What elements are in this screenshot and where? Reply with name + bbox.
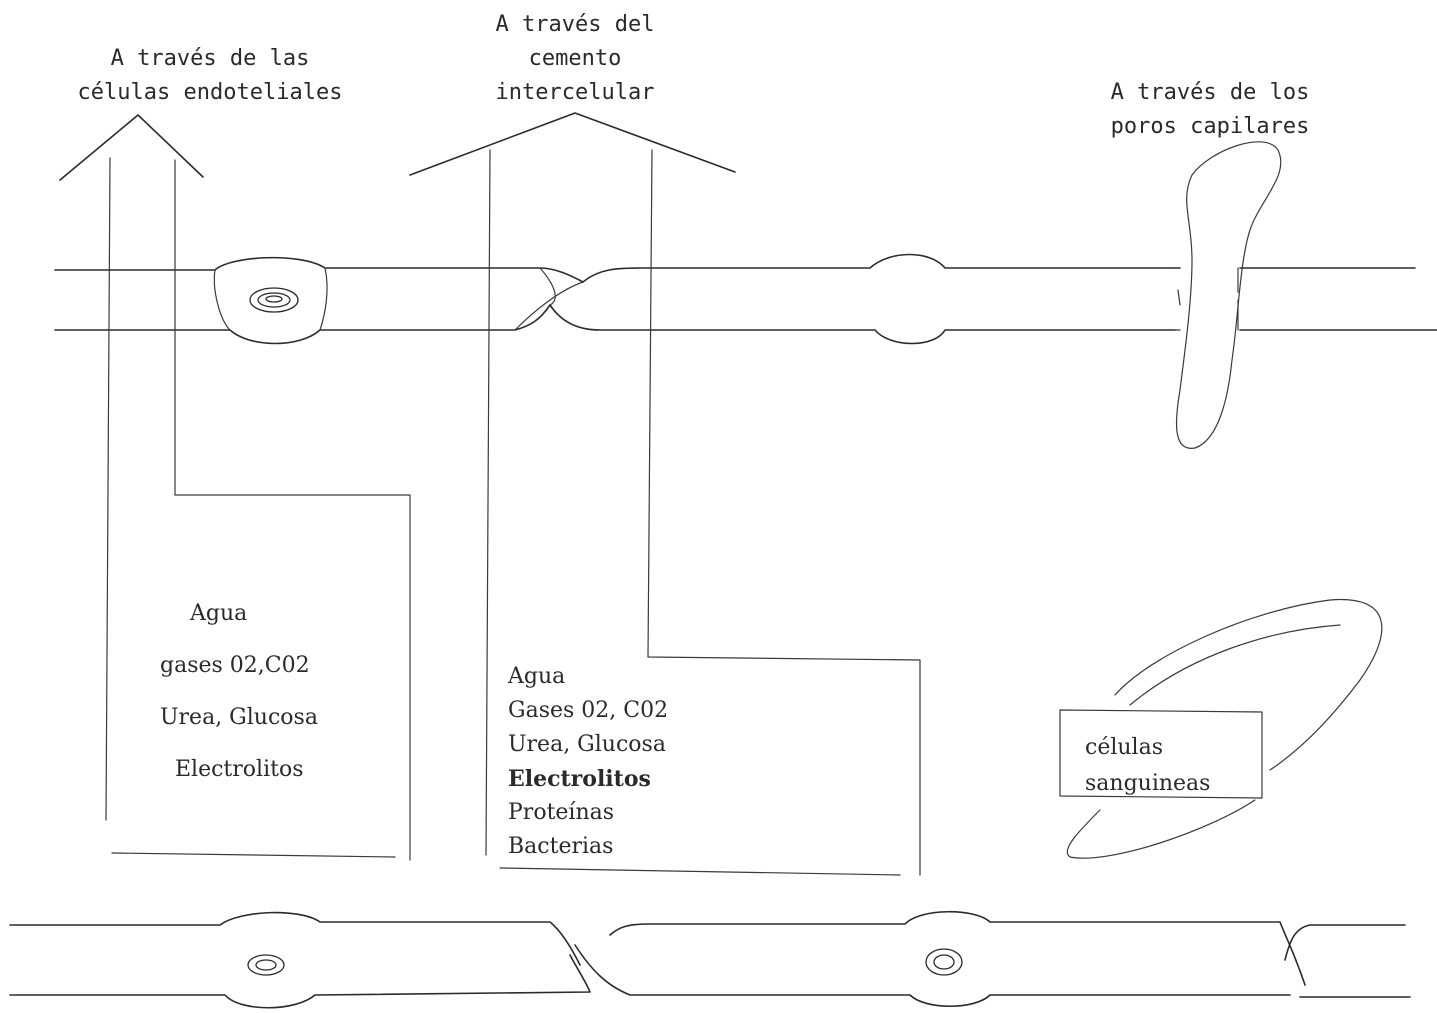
blood-cells-label: células sanguineas [1085,730,1210,802]
substance-item: Electrolitos [508,762,668,796]
upper-nucleus [250,288,298,312]
substance-item: Proteínas [508,796,668,830]
label-line: cemento [440,42,710,76]
blood-cell-drawing [1060,600,1382,859]
middle-substances-list: Agua Gases 02, C02 Urea, Glucosa Electro… [508,660,668,864]
lower-nucleus-left [248,955,284,975]
substance-item: Agua [508,660,668,694]
cement-route-label: A través del cemento intercelular [440,8,710,110]
substance-item: Urea, Glucosa [160,692,318,744]
label-line: A través del [440,8,710,42]
substance-item: Electrolitos [160,744,318,796]
left-substances-list: Agua gases 02,C02 Urea, Glucosa Electrol… [160,588,318,796]
label-line: poros capilares [1060,110,1360,144]
substance-item: Agua [160,588,318,640]
lower-capillary-wall [10,912,1410,1008]
label-line: células endoteliales [50,76,370,110]
substance-item: gases 02,C02 [160,640,318,692]
label-line: sanguineas [1085,766,1210,802]
label-line: A través de las [50,42,370,76]
pore-blob [1176,142,1280,449]
lower-nucleus-right [926,949,962,975]
upper-capillary-wall [55,255,1437,344]
label-line: A través de los [1060,76,1360,110]
substance-item: Gases 02, C02 [508,694,668,728]
endothelial-route-label: A través de las células endoteliales [50,42,370,110]
substance-item: Urea, Glucosa [508,728,668,762]
substance-item: Bacterias [508,830,668,864]
label-line: intercelular [440,76,710,110]
pores-route-label: A través de los poros capilares [1060,76,1360,144]
label-line: células [1085,730,1210,766]
